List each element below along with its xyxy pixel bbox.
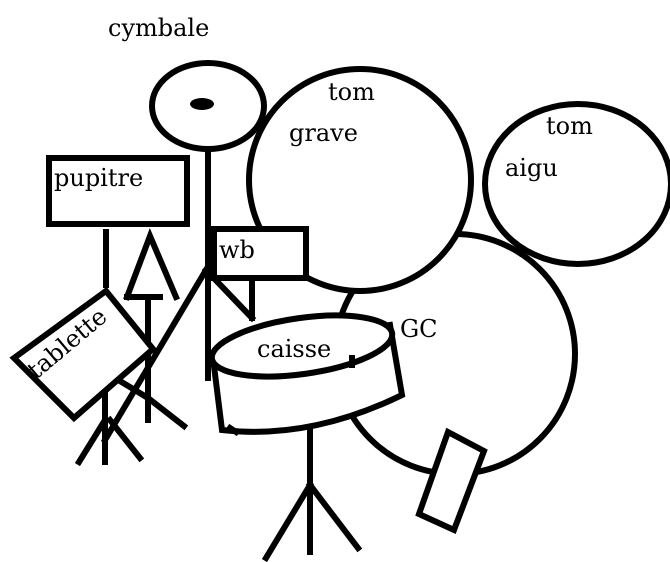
tom-aigu (482, 101, 670, 267)
label-cymbal: cymbale (108, 14, 209, 42)
stand-legs-tripod (123, 227, 180, 301)
label-tom-low-line1: tom (328, 78, 375, 106)
label-tom-high-line2: aigu (505, 154, 558, 182)
snare-top (208, 312, 396, 380)
label-tom-low-line2: grave (289, 119, 358, 147)
tray (9, 286, 158, 423)
cymbal-center-dot (190, 98, 214, 110)
label-tom-high-line1: tom (546, 112, 593, 140)
tray-stand-leg-right (105, 415, 145, 463)
tray-stand-leg-left (74, 415, 110, 467)
music-stand (46, 155, 190, 227)
bass-drum-pedal (415, 427, 488, 535)
woodblock (211, 226, 309, 281)
label-bass-drum: GC (400, 315, 438, 343)
label-snare: caisse (257, 335, 331, 363)
snare-tick-left (225, 423, 241, 437)
label-stand: pupitre (54, 164, 143, 192)
woodblock-arm-a (201, 265, 257, 323)
snare-stand-leg-left (261, 480, 315, 562)
label-woodblock: wb (219, 236, 255, 264)
tray-stand-arm (100, 265, 211, 445)
snare-stand-leg-right (305, 480, 363, 553)
stand-leg-base (105, 370, 189, 431)
